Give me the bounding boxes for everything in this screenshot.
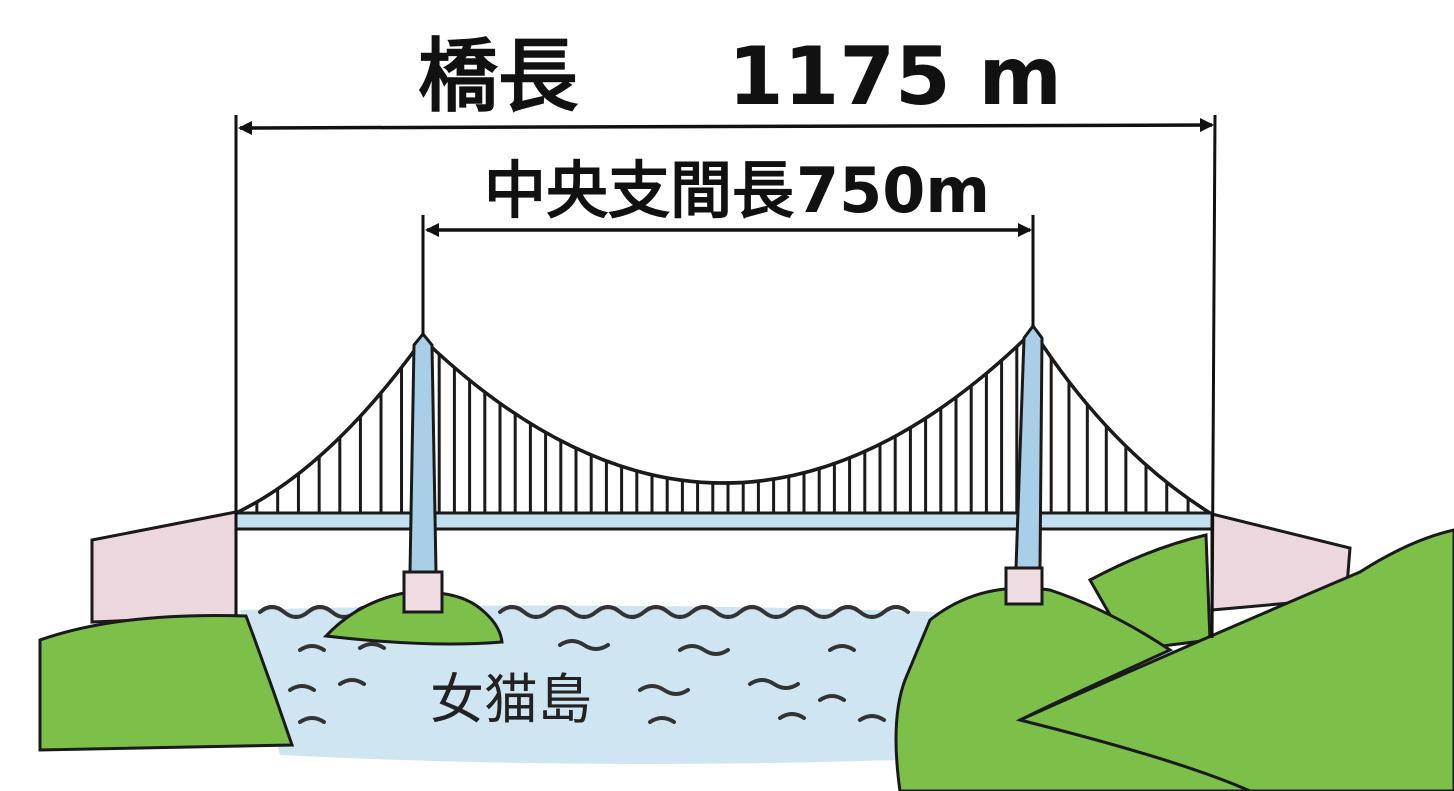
- water: [240, 605, 940, 764]
- right-hill-front: [894, 586, 1251, 791]
- center-span-value: 750m: [796, 154, 990, 227]
- total-length-dimension-line: [238, 118, 1214, 135]
- right-tower: [1004, 323, 1044, 606]
- total-length-value: 1175 m: [728, 30, 1062, 123]
- main-cables: [235, 330, 1211, 515]
- bridge-deck: [234, 511, 1214, 531]
- left-tower: [402, 331, 444, 614]
- center-span-label: 中央支間長: [484, 154, 795, 227]
- island-label: 女猫島: [430, 668, 592, 731]
- left-hill: [38, 614, 295, 752]
- extension-lines: [234, 114, 1217, 639]
- left-anchorage: [90, 510, 238, 624]
- total-length-label: 橋長: [418, 30, 579, 123]
- right-hill-far: [1008, 528, 1454, 791]
- island: [322, 590, 504, 646]
- hangers: [255, 346, 1190, 513]
